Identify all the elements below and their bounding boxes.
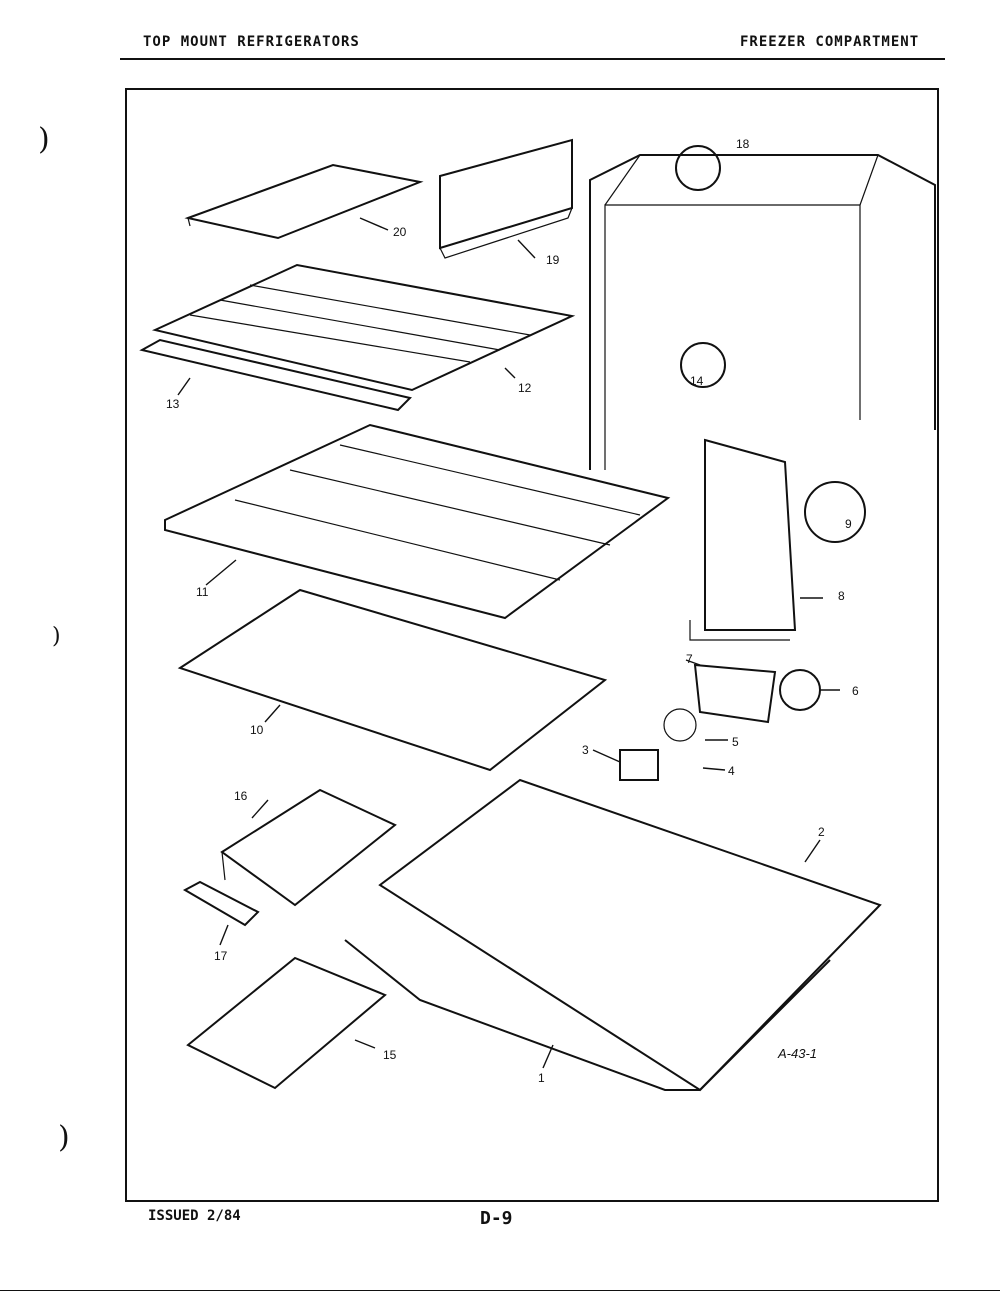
- header-left-title: TOP MOUNT REFRIGERATORS: [143, 34, 360, 50]
- part-13-rail: [139, 338, 412, 412]
- part-3-fan-motor: [619, 749, 659, 781]
- binder-hole-mark: ): [58, 1120, 70, 1155]
- callout-label: 1: [538, 1071, 545, 1085]
- callout-label: 15: [383, 1048, 397, 1062]
- part-20-shelf: [184, 163, 424, 240]
- callout-label: 17: [214, 949, 228, 963]
- callout-label: 19: [546, 253, 560, 267]
- part-1-base-pan: [344, 939, 831, 1091]
- callout-label: 18: [736, 137, 750, 151]
- binder-hole-mark: ): [38, 122, 50, 157]
- bottom-rule: [0, 1290, 1000, 1291]
- binder-hole-mark: ): [52, 624, 61, 649]
- part-10-insulation-sheet: [177, 588, 608, 772]
- callout-label: 14: [690, 374, 704, 388]
- callout-label: 4: [728, 764, 735, 778]
- part-18-detail-circle: [675, 145, 721, 191]
- callout-label: 20: [393, 225, 407, 239]
- part-15-ice-tray: [186, 956, 387, 1090]
- callout-label: 5: [732, 735, 739, 749]
- part-7-bracket: [693, 663, 777, 724]
- callout-label: 6: [852, 684, 859, 698]
- part-9-detail-circle: [804, 481, 866, 543]
- callout-label: 9: [845, 517, 852, 531]
- part-16-bin: [220, 788, 397, 907]
- callout-label: 8: [838, 589, 845, 603]
- part-8-air-duct: [689, 438, 797, 641]
- part-5-fan-blade: [663, 708, 697, 742]
- callout-label: 2: [818, 825, 825, 839]
- callout-label: 3: [582, 743, 589, 757]
- part-12-wire-shelf: [151, 263, 576, 392]
- cabinet-liner: [589, 154, 936, 470]
- callout-label: 10: [250, 723, 264, 737]
- diagram-frame: [125, 88, 939, 1202]
- part-2-freezer-floor-liner: [378, 778, 882, 1092]
- diagram-reference-code: A-43-1: [777, 1046, 817, 1061]
- callout-label: 16: [234, 789, 248, 803]
- part-11-evaporator-tray: [164, 423, 671, 620]
- part-14-detail-circle: [680, 342, 726, 388]
- callout-label: 13: [166, 397, 180, 411]
- header-rule: [120, 58, 945, 60]
- header-right-title: FREEZER COMPARTMENT: [740, 34, 920, 50]
- callout-label: 11: [196, 585, 209, 599]
- footer-issued-date: ISSUED 2/84: [148, 1208, 241, 1224]
- callout-label: 12: [518, 381, 532, 395]
- part-6-detail-circle: [779, 669, 821, 711]
- part-19-panel: [439, 138, 574, 259]
- callout-label: 7: [686, 652, 693, 666]
- part-17-front-trim: [182, 880, 260, 927]
- footer-page-number: D-9: [480, 1208, 513, 1229]
